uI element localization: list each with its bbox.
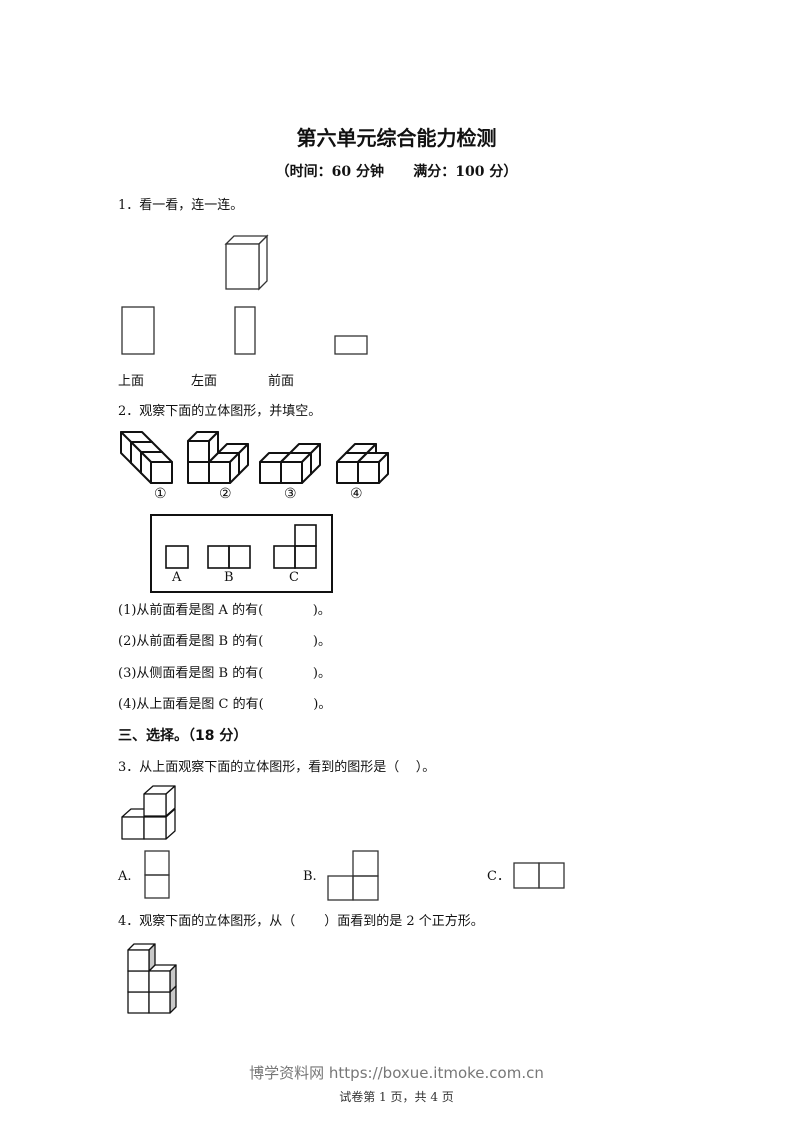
view-label-b: B	[224, 570, 234, 585]
q2-blank-1: (1)从前面看是图 A 的有( )。	[118, 603, 331, 618]
q2-views-box	[150, 514, 333, 593]
section-heading: 三、选择。（18 分）	[118, 728, 248, 744]
q2-blank-4: (4)从上面看是图 C 的有( )。	[118, 697, 332, 712]
view-label-c: C	[289, 570, 299, 585]
q3-option-b-shape	[327, 850, 379, 901]
q1-view-front	[334, 335, 368, 355]
view-c	[273, 524, 317, 569]
q3-option-b: B.	[303, 869, 317, 884]
cube	[143, 785, 176, 817]
q3-option-a: A.	[118, 869, 132, 884]
q2-figure-2	[187, 431, 249, 484]
q1-view-top	[121, 306, 155, 355]
cube	[280, 452, 312, 484]
q1-label-front: 前面	[268, 374, 295, 389]
q2-figure-3	[259, 443, 321, 484]
view-label-a: A	[172, 570, 182, 585]
q1-prompt: 1．看一看，连一连。	[118, 198, 244, 213]
q3-prompt: 3．从上面观察下面的立体图形，看到的图形是（ ）。	[118, 760, 436, 775]
view-a	[165, 545, 189, 569]
q2-prompt: 2．观察下面的立体图形，并填空。	[118, 404, 322, 419]
figure-label-4: ④	[350, 486, 363, 502]
q1-label-top: 上面	[118, 374, 145, 389]
q1-cuboid	[224, 234, 269, 291]
cube	[187, 431, 219, 463]
q2-figure-1	[120, 431, 173, 484]
page-footer: 试卷第 1 页，共 4 页	[339, 1090, 454, 1104]
cube	[148, 964, 177, 993]
q2-blank-3: (3)从侧面看是图 B 的有( )。	[118, 666, 331, 681]
watermark: 博学资料网 https://boxue.itmoke.com.cn	[249, 1064, 544, 1082]
figure-label-3: ③	[284, 486, 297, 502]
cube	[140, 451, 173, 484]
q2-figure-4	[336, 443, 389, 484]
q3-option-c-shape	[513, 862, 565, 889]
q1-view-left	[234, 306, 256, 355]
q1-label-left: 左面	[191, 374, 218, 389]
figure-label-2: ②	[219, 486, 232, 502]
figure-label-1: ①	[154, 486, 167, 502]
q3-figure	[121, 785, 176, 840]
exam-info: （时间：60 分钟 满分：100 分）	[275, 164, 518, 180]
q4-figure	[127, 943, 177, 1014]
page-title: 第六单元综合能力检测	[296, 126, 497, 150]
cube	[127, 943, 156, 972]
q3-option-a-shape	[144, 850, 170, 899]
cube	[357, 452, 389, 484]
q2-blank-2: (2)从前面看是图 B 的有( )。	[118, 634, 331, 649]
view-b	[207, 545, 251, 569]
q4-prompt: 4．观察下面的立体图形，从（ ）面看到的是 2 个正方形。	[118, 914, 484, 929]
q3-option-c: C．	[487, 869, 510, 884]
